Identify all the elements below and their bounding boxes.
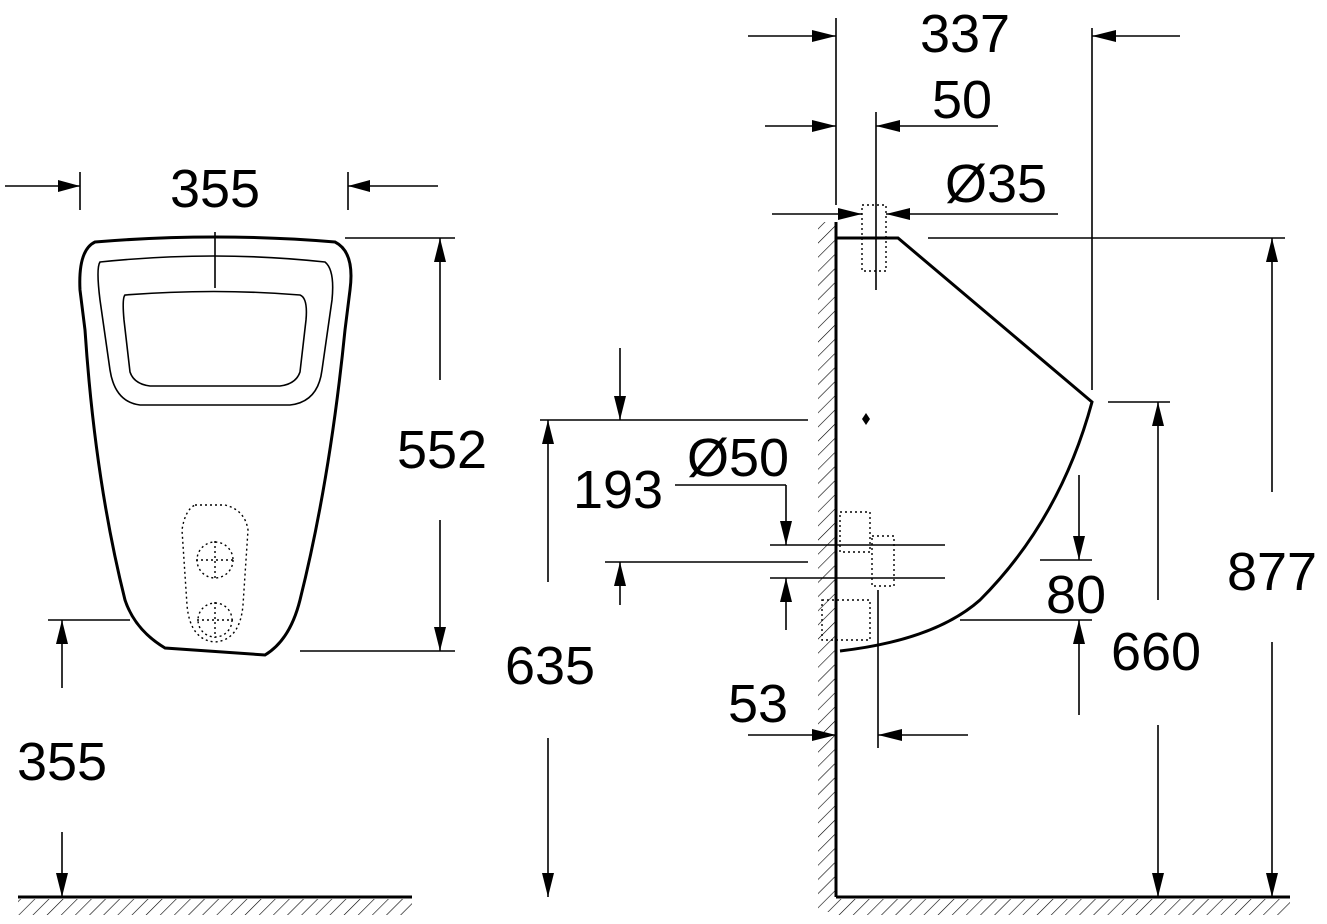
side-inlet-diameter-dimension: Ø35 <box>772 154 1058 220</box>
side-inlet-offset-dimension: 50 <box>765 70 998 132</box>
side-lip-height-dimension: 660 <box>1108 401 1201 897</box>
side-view: 337 50 Ø35 877 <box>505 4 1317 915</box>
side-total-height-dimension: 877 <box>928 237 1317 897</box>
side-lip-drop-label: 80 <box>1046 565 1106 625</box>
front-floor <box>18 895 412 915</box>
side-floor <box>836 895 1290 915</box>
front-floor-clearance-label: 355 <box>17 732 107 792</box>
side-wall-offset-label: 53 <box>728 674 788 734</box>
side-outlet-diameter-dimension: Ø50 <box>675 428 792 630</box>
side-outlet-diameter-label: Ø50 <box>687 428 789 488</box>
side-outlet-center-label: 635 <box>505 636 595 696</box>
front-height-label: 552 <box>397 420 487 480</box>
side-lip-height-label: 660 <box>1111 622 1201 682</box>
side-urinal-profile <box>770 112 1094 653</box>
side-total-height-label: 877 <box>1227 542 1317 602</box>
side-depth-dimension: 337 <box>748 4 1180 390</box>
side-depth-label: 337 <box>920 4 1010 64</box>
side-lip-drop-dimension: 80 <box>960 475 1106 715</box>
side-outlet-center-dimension: 635 <box>505 420 595 897</box>
front-floor-clearance-dimension: 355 <box>17 619 130 897</box>
front-urinal-body <box>78 232 353 657</box>
side-wall-offset-dimension: 53 <box>728 590 968 748</box>
front-width-dimension: 355 <box>5 159 438 219</box>
side-outlet-height-label: 193 <box>573 460 663 520</box>
side-outlet-height-dimension: 193 <box>540 348 808 605</box>
front-view: 355 552 355 <box>5 159 487 915</box>
side-wall <box>818 222 838 912</box>
side-inlet-offset-label: 50 <box>932 70 992 130</box>
front-height-dimension: 552 <box>300 237 487 652</box>
side-inlet-diameter-label: Ø35 <box>945 154 1047 214</box>
front-width-label: 355 <box>170 159 260 219</box>
